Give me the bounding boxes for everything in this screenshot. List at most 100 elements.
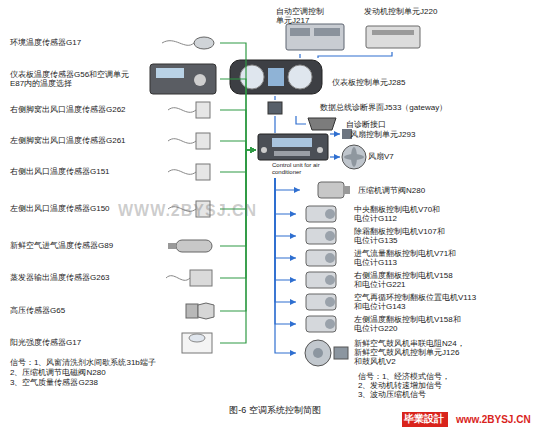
diagnostic-connector: [308, 118, 336, 130]
control-line: [296, 116, 306, 124]
sensor-signal-line: [220, 79, 256, 150]
panel-knob: [317, 147, 323, 153]
valve-plug: [344, 186, 350, 194]
component-label: 右侧出风口温度传感器G151: [10, 167, 110, 176]
blower-resistor: [334, 347, 348, 359]
instrument-cluster: [230, 60, 322, 94]
component-box: 左侧脚窝出风口温度传感器G261: [6, 130, 220, 152]
component-box: 压缩机调节阀N280: [300, 180, 430, 200]
sensor-icon: [176, 240, 212, 252]
sensor-icon: [190, 270, 212, 286]
ecu-connector: [372, 30, 414, 35]
component-box: 发动机控制单元J220: [352, 4, 438, 52]
component-box: 右侧出风口温度传感器G151: [6, 161, 220, 183]
component-box: 数据总线诊断界面J533（gateway）: [266, 100, 450, 116]
sensor-signal-line: [220, 150, 256, 343]
component-label: 发动机控制单元J220: [364, 7, 437, 16]
logo-text: www.2BYSJ.CN: [456, 414, 531, 425]
panel-display: [156, 68, 184, 78]
ecu-connector: [314, 28, 340, 36]
component-label: 中央翻板控制电机V70和 电位计G112: [354, 205, 454, 223]
sensor-signal-line: [220, 141, 256, 150]
component-box: 新鲜空气进气温度传感器G89: [6, 234, 220, 258]
component-label: 阳光强度传感器G17: [10, 338, 81, 347]
sensor-cable: [168, 139, 196, 144]
flap-motor-icon: [306, 272, 336, 288]
signal-note: 3、空气质量传感器G238: [10, 378, 98, 387]
component-box: 左侧温度翻板控制电机V158和 电位计G220: [296, 313, 540, 335]
control-unit-box: Control unit for air conditioner: [256, 133, 330, 178]
sensor-signal-line: [220, 150, 256, 311]
component-box: 蒸发器输出温度传感器G263: [6, 266, 220, 290]
component-box: 空气再循环控制翻板位置电机V113 和电位计G143: [296, 291, 540, 313]
sensor-cable: [168, 108, 196, 113]
control-line: [275, 178, 296, 353]
component-label: 左侧脚窝出风口温度传感器G261: [10, 136, 126, 145]
sensor-cable: [162, 41, 194, 46]
control-line: [330, 133, 340, 134]
motor-shaft: [325, 253, 335, 263]
sensor-signal-line: [220, 43, 256, 150]
panel-knob: [261, 147, 267, 153]
panel-buttons: [274, 151, 310, 156]
motor-shaft: [325, 297, 335, 307]
signal-note: 信号：1、风窗清洗剂水间歇系统31b端子: [10, 358, 156, 367]
component-label: 数据总线诊断界面J533（gateway）: [320, 103, 447, 112]
figure-caption: 图-6 空调系统控制简图: [200, 404, 350, 417]
component-label: 自动空调控制 单元J217: [276, 7, 332, 25]
sensor-signal-line: [220, 110, 256, 150]
component-label: Control unit for air conditioner: [272, 162, 330, 176]
blower-icon: [305, 340, 331, 366]
component-label: 新鲜空气进气温度传感器G89: [10, 241, 113, 250]
component-box: 右侧脚窝出风口温度传感器G262: [6, 99, 220, 121]
signal-note: 2、压缩机调节电磁阀N280: [10, 368, 106, 377]
component-label: 风扇控制单元J293: [350, 130, 415, 139]
sensor-icon: [196, 133, 210, 149]
control-line: [275, 178, 296, 302]
control-line: [274, 116, 275, 133]
component-label: 压缩机调节阀N280: [358, 186, 425, 195]
component-label: 空气再循环控制翻板位置电机V113 和电位计G143: [354, 293, 482, 311]
component-label: 进气流量翻板控制电机V71和 电位计G113: [354, 249, 468, 267]
component-box: 仪表板温度传感器G56和空调单元 E87内的温度选择: [6, 60, 220, 98]
blower-hub: [313, 348, 323, 358]
component-label: 仪表板控制单元J285: [332, 78, 405, 87]
component-label: 高压传感器G65: [10, 306, 65, 315]
sensor-signal-line: [220, 150, 256, 246]
control-line: [274, 96, 275, 100]
gateway-module: [268, 102, 282, 114]
motor-shaft: [325, 319, 335, 329]
flap-motor-icon: [306, 206, 336, 222]
component-label: 右侧脚窝出风口温度传感器G262: [10, 105, 126, 114]
component-label: 左侧出风口温度传感器G150: [10, 204, 110, 213]
engine-ecu: [366, 26, 420, 48]
gauge-dial: [288, 65, 312, 89]
sensor-cable: [168, 170, 196, 175]
signal-note: 2、发动机转速增加信号: [358, 381, 442, 390]
sensor-signal-line: [220, 150, 256, 209]
component-box: 除霜翻板控制电机V107和 电位计G135: [296, 225, 540, 247]
cluster-display: [268, 68, 284, 86]
sensor-tip: [168, 243, 176, 249]
sensor-icon: [196, 102, 210, 118]
component-box: 高压传感器G65: [6, 299, 220, 323]
component-label: 蒸发器输出温度传感器G263: [10, 273, 110, 282]
sensor-icon: [194, 37, 214, 49]
pressure-sensor-icon: [186, 304, 198, 318]
control-line: [318, 52, 392, 58]
logo-text: 毕業設計: [404, 413, 444, 424]
control-line: [275, 178, 296, 236]
panel-sensor-icon: [150, 64, 216, 94]
component-box: 仪表板控制单元J285: [228, 58, 414, 96]
component-label: 右侧温度翻板控制电机V158 和电位计G221: [354, 271, 466, 289]
component-box: 中央翻板控制电机V70和 电位计G112: [296, 203, 540, 225]
component-label: 左侧温度翻板控制电机V158和 电位计G220: [354, 315, 474, 333]
sensor-cable: [166, 276, 190, 281]
valve-icon: [318, 182, 344, 198]
control-line: [275, 178, 296, 214]
component-box: 阳光强度传感器G17: [6, 330, 220, 356]
sensor-signal-line: [220, 150, 256, 172]
flap-motor-icon: [306, 316, 336, 332]
